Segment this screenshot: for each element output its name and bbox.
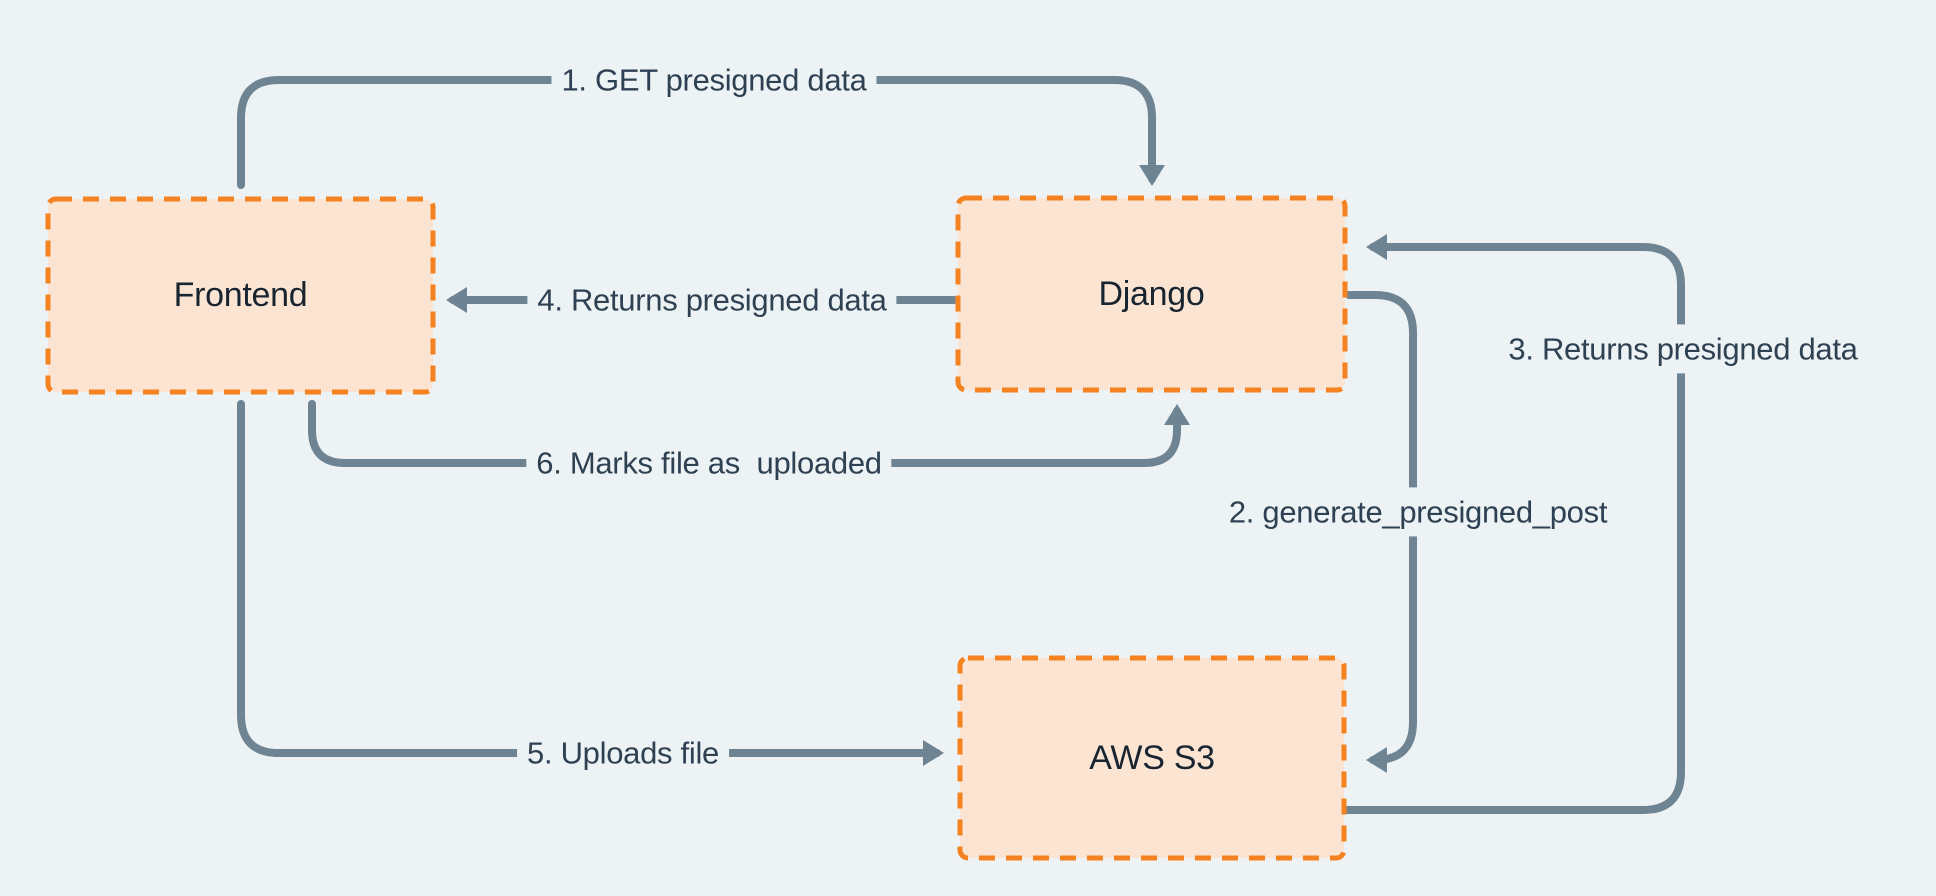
frontend-node-label: Frontend xyxy=(173,276,308,314)
aws-s3-node-box xyxy=(957,655,1347,861)
aws-s3-node-label: AWS S3 xyxy=(1089,738,1215,777)
step-2-label: 2. generate_presigned_post xyxy=(1218,487,1618,537)
step-5-label: 5. Uploads file xyxy=(517,728,729,778)
arrow-5-uploads-file xyxy=(237,400,944,766)
step-4-label: 4. Returns presigned data xyxy=(527,275,897,325)
django-node-label: Django xyxy=(1098,274,1205,313)
aws-s3-node: AWS S3 xyxy=(960,658,1344,858)
step-3-label: 3. Returns presigned data xyxy=(1498,324,1868,374)
step-6-label: 6. Marks file as uploaded xyxy=(526,438,892,488)
arrow-3-returns-presigned-data xyxy=(1343,234,1685,814)
frontend-node-box xyxy=(45,196,436,395)
django-node: Django xyxy=(958,198,1345,390)
step-1-label: 1. GET presigned data xyxy=(551,55,877,105)
django-node-box xyxy=(955,195,1348,393)
frontend-node: Frontend xyxy=(48,199,433,392)
